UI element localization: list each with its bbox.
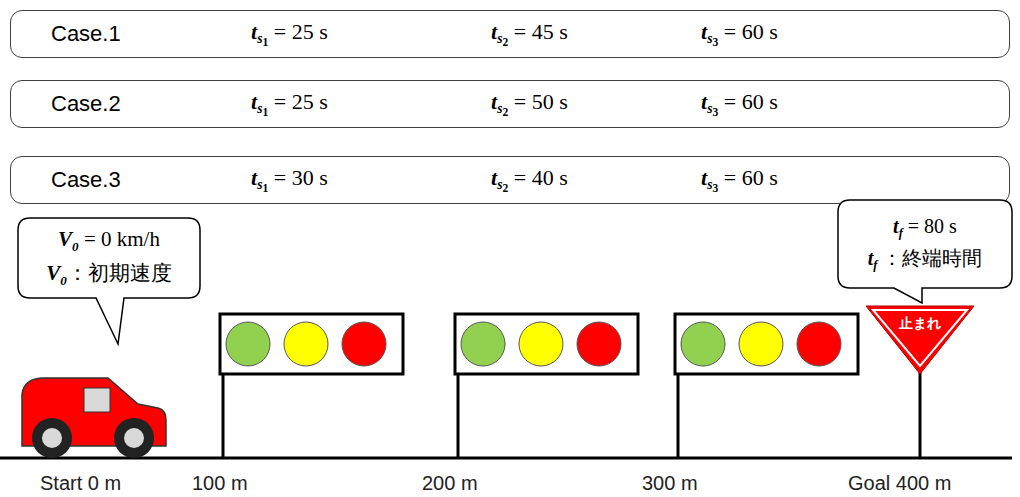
math-subscript: 1 (262, 106, 268, 119)
case-box: Case.3ts1 = 30 sts2 = 40 sts3 = 60 s (10, 156, 1010, 204)
sign-pole (919, 372, 922, 458)
math-subscript: 0 (72, 239, 79, 254)
case-name: Case.3 (51, 167, 251, 193)
math-subscript: 3 (712, 106, 718, 119)
stop-sign: 止まれ (866, 306, 974, 374)
sign-text: 止まれ (899, 315, 941, 333)
math-symbol: t (868, 247, 874, 269)
math-subscript: 2 (502, 36, 508, 49)
callout-text: tf ：終端時間 (868, 245, 983, 273)
math-subscript: s1 (257, 177, 268, 192)
math-value: = 80 s (903, 215, 957, 237)
math-symbol: t (893, 215, 899, 237)
math-subscript: 2 (502, 182, 508, 195)
callout-text: tf = 80 s (893, 215, 957, 241)
math-subscript: 2 (502, 106, 508, 119)
math-subscript: 1 (262, 36, 268, 49)
car (22, 378, 166, 458)
math-symbol: t (491, 89, 497, 114)
signal-time: ts2 = 40 s (491, 165, 701, 196)
math-subscript: s1 (257, 31, 268, 46)
distance-label: 300 m (642, 472, 698, 495)
callout-bubble: V0 = 0 km/hV0：初期速度 (18, 218, 200, 298)
ground-line (0, 457, 1012, 460)
signal-time: ts3 = 60 s (701, 89, 778, 120)
math-value: ：初期速度 (67, 261, 172, 285)
math-value: = 40 s (508, 165, 567, 190)
math-symbol: t (491, 165, 497, 190)
math-subscript: 0 (60, 273, 67, 288)
math-subscript: s2 (497, 31, 508, 46)
math-value: = 45 s (508, 19, 567, 44)
signal-time: ts3 = 60 s (701, 19, 778, 50)
distance-label: 200 m (422, 472, 478, 495)
distance-label: 100 m (192, 472, 248, 495)
stop-sign-border (873, 310, 967, 366)
traffic-light (220, 314, 403, 458)
math-value: = 60 s (718, 89, 777, 114)
math-subscript: 3 (712, 36, 718, 49)
callout-text: V0 = 0 km/h (58, 227, 160, 255)
math-subscript: f (899, 226, 903, 240)
math-value: = 0 km/h (79, 227, 160, 251)
math-symbol: t (251, 19, 257, 44)
callout-text: V0：初期速度 (46, 259, 172, 289)
math-symbol: V (46, 261, 60, 285)
signal-time: ts1 = 30 s (251, 165, 491, 196)
math-value: = 60 s (718, 19, 777, 44)
math-symbol: t (251, 89, 257, 114)
case-box: Case.2ts1 = 25 sts2 = 50 sts3 = 60 s (10, 80, 1010, 128)
math-subscript: 1 (262, 182, 268, 195)
callout-outline (838, 200, 1012, 288)
traffic-light (455, 314, 638, 458)
math-symbol: t (491, 19, 497, 44)
math-subscript: f (873, 258, 877, 272)
case-name: Case.2 (51, 91, 251, 117)
math-value: = 50 s (508, 89, 567, 114)
math-value: = 30 s (268, 165, 327, 190)
stop-sign-shape (866, 306, 974, 374)
math-subscript: s1 (257, 101, 268, 116)
math-subscript: 3 (712, 182, 718, 195)
signal-time: ts2 = 45 s (491, 19, 701, 50)
callout-bubble: tf = 80 stf ：終端時間 (838, 200, 1012, 288)
math-symbol: t (701, 89, 707, 114)
case-box: Case.1ts1 = 25 sts2 = 45 sts3 = 60 s (10, 10, 1010, 58)
math-value: = 25 s (268, 19, 327, 44)
math-value: ：終端時間 (877, 247, 982, 269)
math-symbol: t (701, 165, 707, 190)
math-subscript: s3 (707, 177, 718, 192)
signal-time: ts1 = 25 s (251, 19, 491, 50)
callout-outline (18, 218, 200, 344)
signal-time: ts3 = 60 s (701, 165, 778, 196)
math-subscript: s2 (497, 177, 508, 192)
math-subscript: s3 (707, 101, 718, 116)
math-subscript: s2 (497, 101, 508, 116)
math-symbol: t (701, 19, 707, 44)
distance-label: Goal 400 m (848, 472, 951, 495)
case-name: Case.1 (51, 21, 251, 47)
distance-label: Start 0 m (40, 472, 121, 495)
math-value: = 60 s (718, 165, 777, 190)
signal-time: ts1 = 25 s (251, 89, 491, 120)
math-subscript: s3 (707, 31, 718, 46)
traffic-light (675, 314, 858, 458)
callout-outline (838, 200, 1012, 303)
math-symbol: V (58, 227, 72, 251)
math-symbol: t (251, 165, 257, 190)
math-value: = 25 s (268, 89, 327, 114)
signal-time: ts2 = 50 s (491, 89, 701, 120)
